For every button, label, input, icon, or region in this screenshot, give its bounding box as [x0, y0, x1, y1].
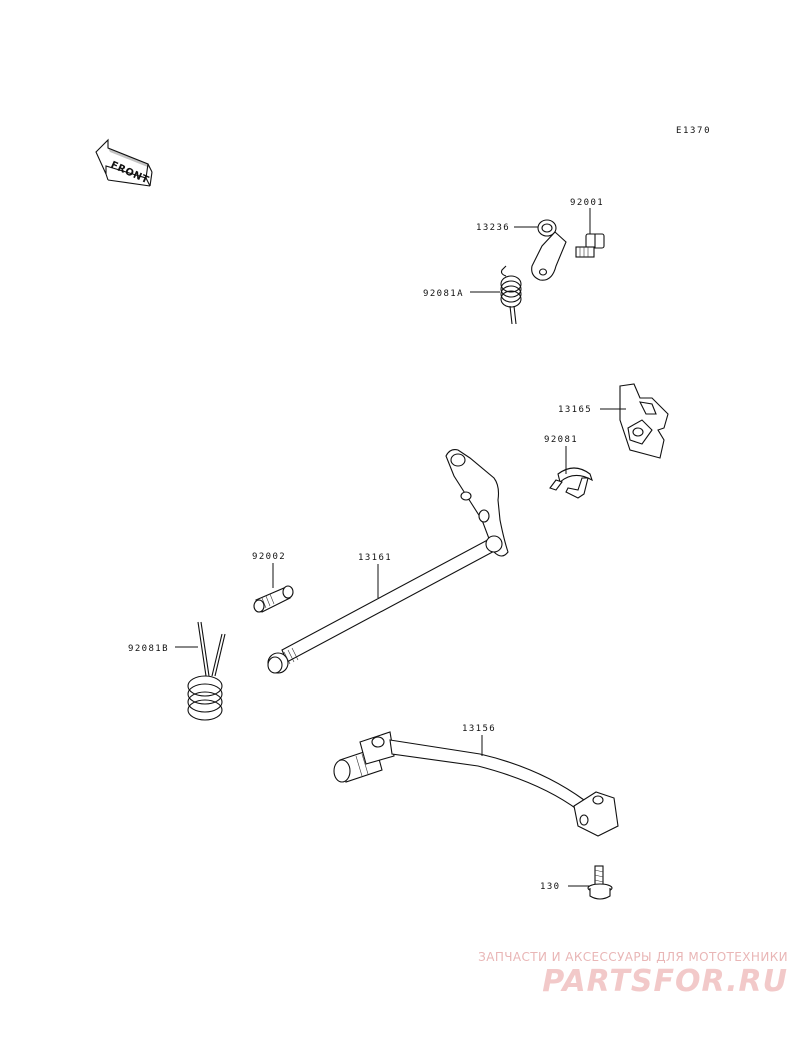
label-92081: 92081	[544, 435, 578, 445]
part-92002-stud[interactable]	[253, 585, 294, 613]
part-92081-clip[interactable]	[549, 467, 593, 499]
label-92002: 92002	[252, 552, 286, 562]
part-13236-bracket[interactable]	[531, 219, 567, 281]
watermark-caption: ЗАПЧАСТИ И АКСЕССУАРЫ ДЛЯ МОТОТЕХНИКИ	[478, 950, 788, 964]
label-92081A: 92081A	[423, 289, 464, 299]
watermark-logo: PARTSFOR.RU	[542, 964, 788, 999]
label-130: 130	[540, 882, 560, 892]
label-13156: 13156	[462, 724, 496, 734]
label-92081B: 92081B	[128, 644, 169, 654]
part-92081B-spring[interactable]	[187, 621, 226, 721]
label-13236: 13236	[476, 223, 510, 233]
part-13165-plate[interactable]	[619, 383, 669, 459]
label-13165: 13165	[558, 405, 592, 415]
label-13161: 13161	[358, 553, 392, 563]
part-13156-shift-pedal[interactable]	[333, 731, 619, 837]
front-arrow-icon: FRONT	[95, 138, 153, 187]
part-92081A-spring[interactable]	[500, 265, 522, 325]
part-130-bolt[interactable]	[587, 865, 613, 900]
part-13161-shift-shaft[interactable]	[267, 449, 509, 674]
label-92001: 92001	[570, 198, 604, 208]
part-92001-bolt[interactable]	[575, 233, 605, 258]
diagram-code: E1370	[676, 126, 711, 136]
